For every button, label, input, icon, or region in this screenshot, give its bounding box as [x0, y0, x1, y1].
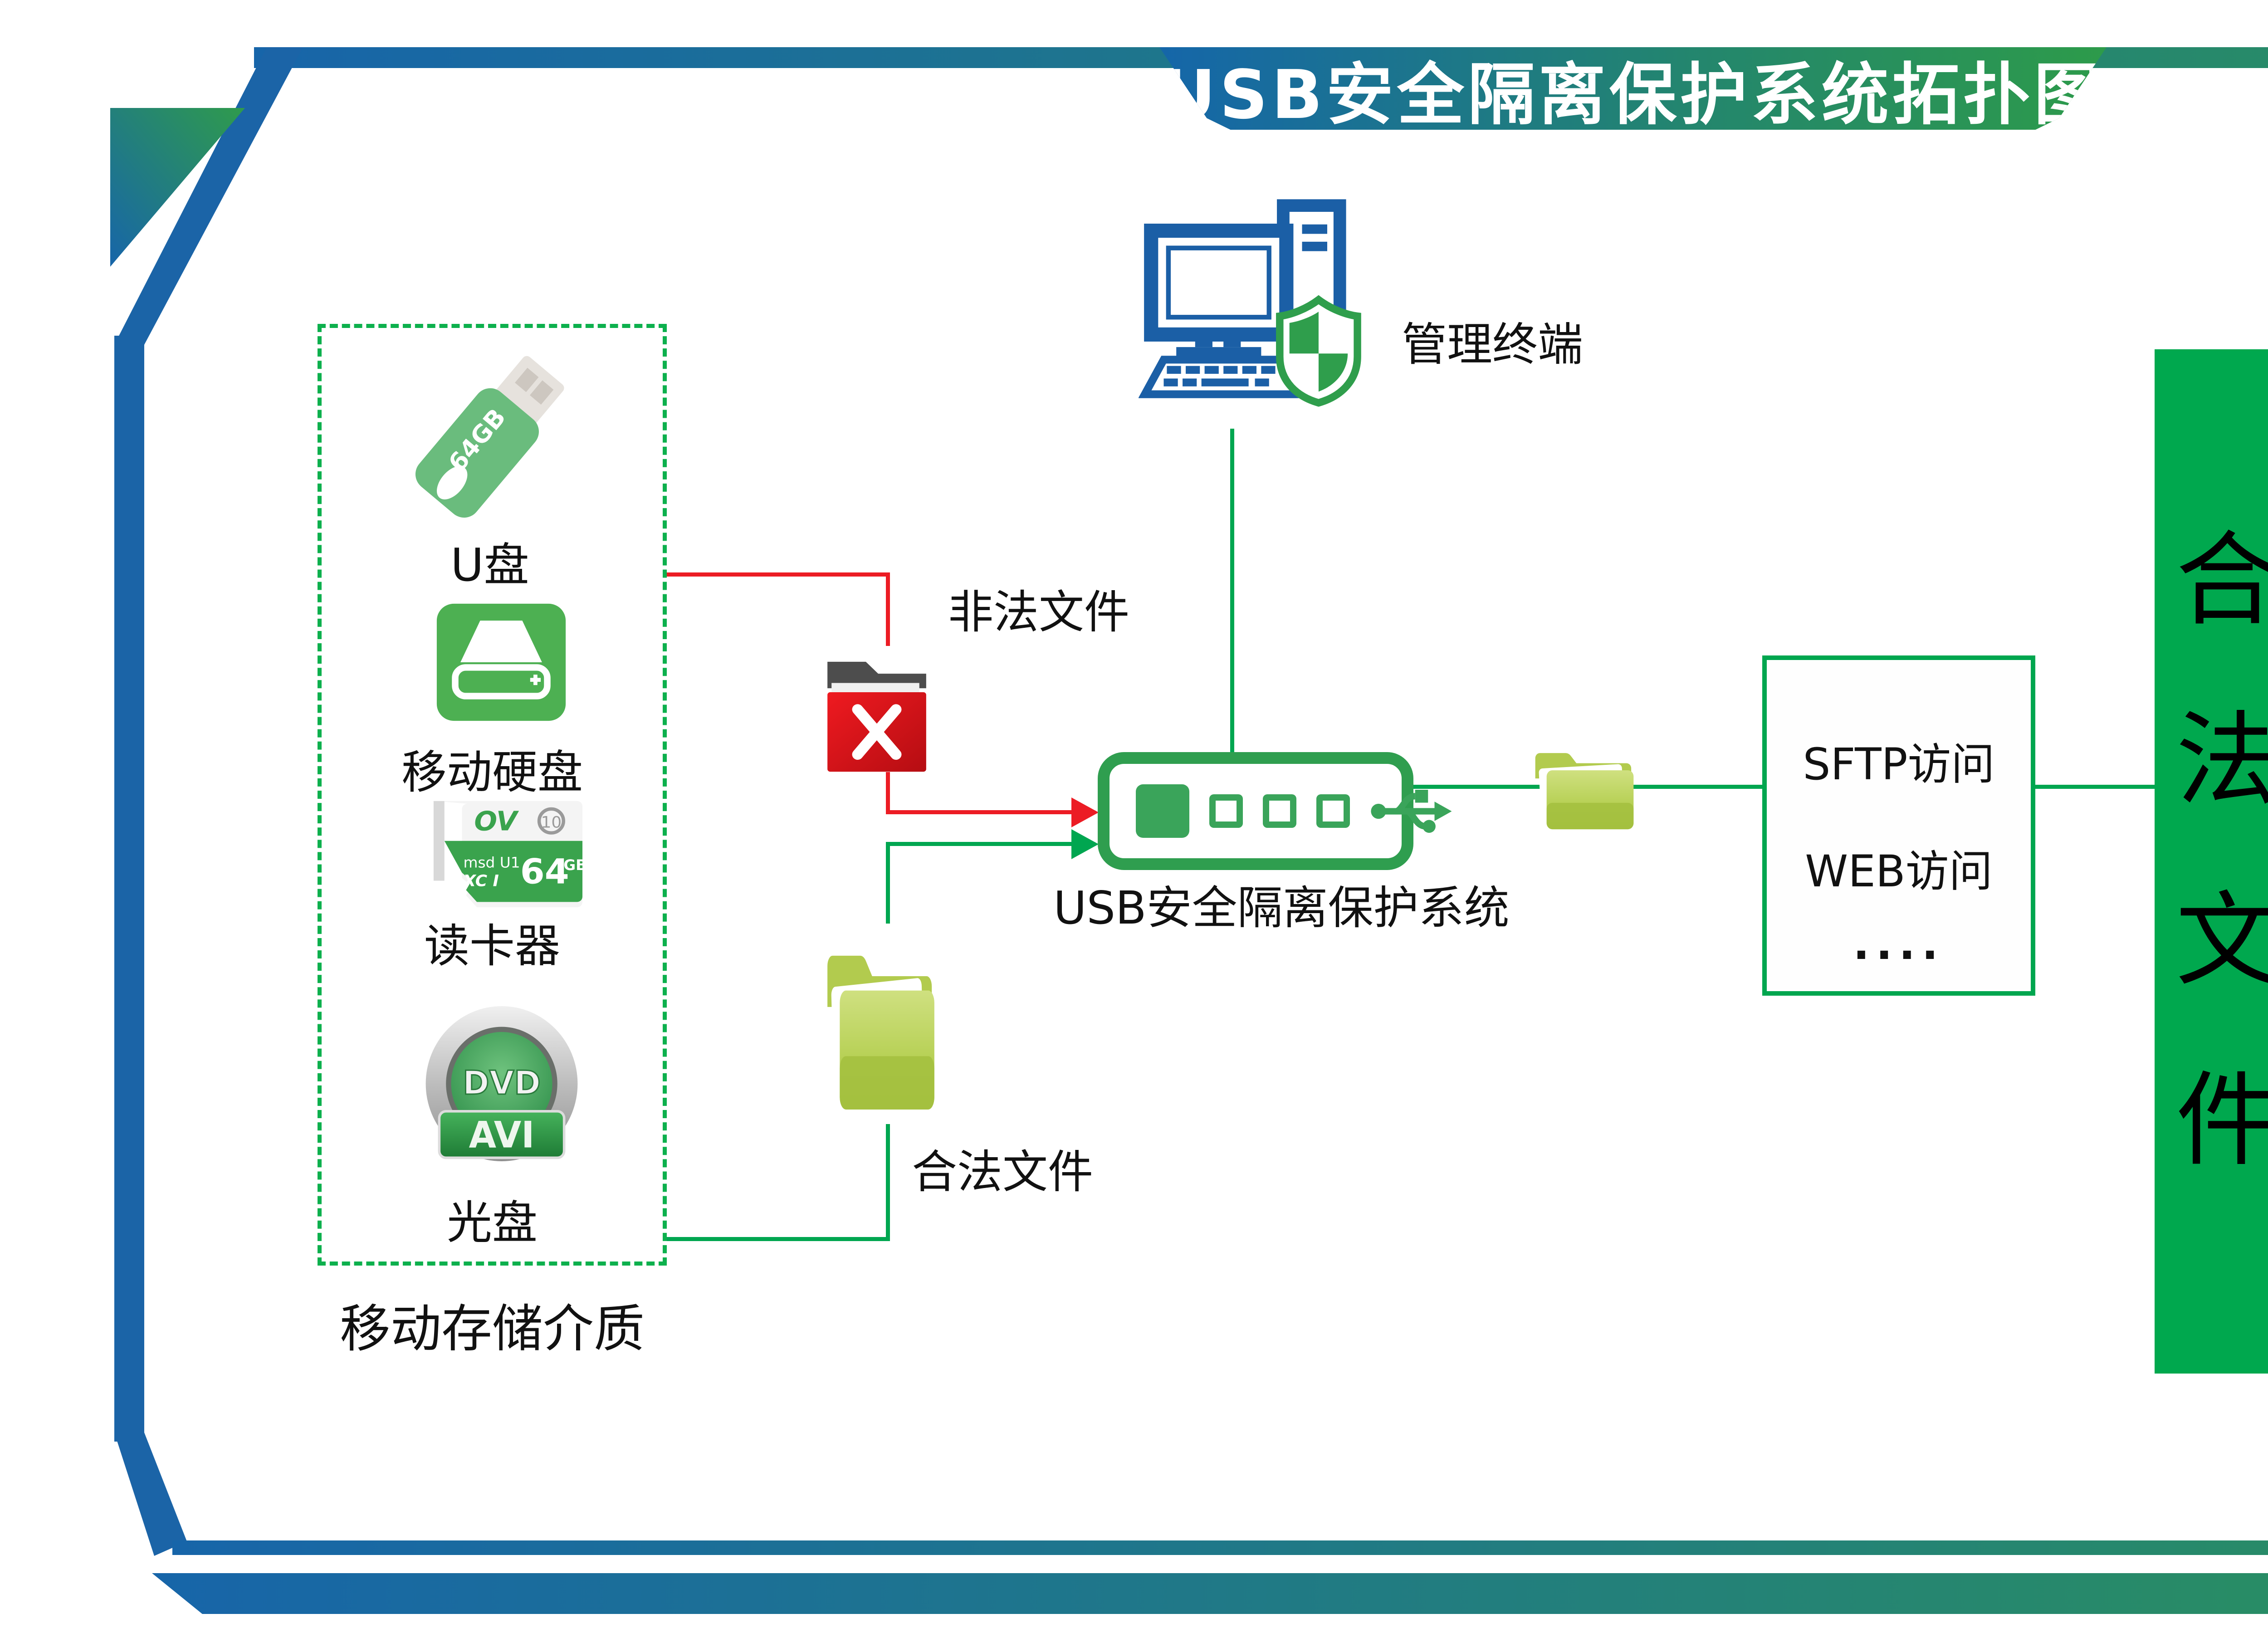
sd-format-line1: msd U1 [464, 854, 520, 871]
access-item-more: .... [1853, 919, 1945, 969]
legal-files-bar: 合 法 文 件 [2155, 349, 2268, 1374]
illegal-file-label: 非法文件 [948, 586, 1129, 639]
terminal-label: 管理终端 [1402, 318, 1583, 371]
device-port-3 [1316, 794, 1350, 828]
bottom-accent-bar [152, 1573, 2268, 1614]
sd-card-label: 读卡器 [424, 919, 560, 973]
page-title: USB安全隔离保护系统拓扑图 [1161, 55, 2105, 134]
frame-topleft-diagonal [114, 47, 303, 345]
dvd-text: DVD [463, 1064, 541, 1102]
sd-capacity-text: 64 [520, 852, 569, 892]
legal-bar-char: 法 [2175, 701, 2268, 820]
legal-bar-char: 文 [2175, 881, 2268, 1000]
frame-left-bar [114, 336, 144, 1442]
dvd-label: 光盘 [447, 1196, 538, 1249]
terminal-icon [1139, 193, 1374, 420]
access-item-web: WEB访问 [1805, 846, 1993, 897]
frame-border [110, 47, 2268, 1614]
sd-class-text: 10 [541, 813, 562, 832]
usb-system-label: USB安全隔离保护系统 [1053, 881, 1510, 934]
legal-bar-char: 合 [2175, 521, 2268, 640]
title-banner: USB安全隔离保护系统拓扑图 [1159, 47, 2107, 130]
frame-bottom-bar [172, 1540, 2268, 1555]
legal-bar-char: 件 [2175, 1061, 2268, 1180]
corner-triangle [110, 108, 245, 267]
legal-file-label: 合法文件 [912, 1145, 1093, 1198]
terminal-link-line [1230, 429, 1234, 753]
dvd-icon: DVD AVI [417, 1006, 586, 1178]
illegal-path [667, 572, 1099, 827]
usb-system-device [1098, 752, 1452, 870]
usb-flash-icon: 64GB [390, 343, 585, 538]
sd-format-line2: XC I [462, 872, 499, 890]
usb-trident-icon [1371, 789, 1452, 833]
device-port-1 [1209, 794, 1243, 828]
removable-media-box [318, 324, 667, 1266]
legal-folder-icon [819, 921, 943, 1126]
frame-bottomleft-diagonal [114, 1433, 187, 1556]
transfer-folder-icon [1528, 736, 1641, 837]
device-port-block [1136, 784, 1189, 838]
hdd-icon [435, 602, 567, 722]
access-methods-box: SFTP访问 WEB访问 .... [1762, 655, 2035, 996]
illegal-arrowhead [1071, 797, 1099, 827]
sd-card-icon: OV 10 msd U1 XC I 64 GB [423, 798, 587, 910]
removable-media-label: 移动存储介质 [340, 1300, 645, 1359]
legal-path [667, 829, 1099, 1241]
sd-capacity-unit: GB [563, 856, 585, 874]
legal-arrowhead [1071, 829, 1099, 859]
avi-text: AVI [469, 1114, 535, 1156]
device-port-2 [1263, 794, 1296, 828]
hdd-label: 移动硬盘 [401, 746, 583, 799]
illegal-folder-icon [819, 643, 934, 776]
sd-brand-text: OV [474, 806, 519, 836]
usb-flash-label: U盘 [450, 538, 529, 592]
access-item-sftp: SFTP访问 [1803, 739, 1995, 790]
accessbox-bar-line [2034, 785, 2157, 789]
